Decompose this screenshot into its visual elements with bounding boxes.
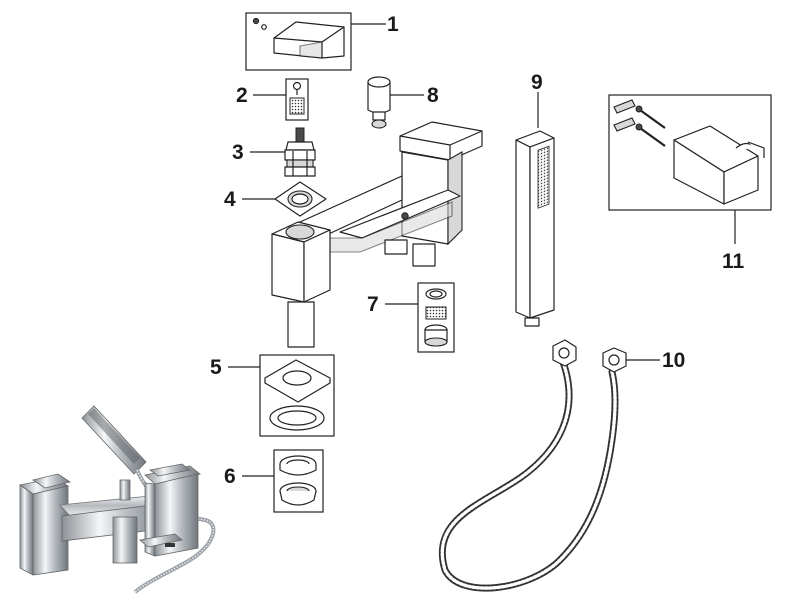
callout-6-label: 6 — [224, 465, 236, 488]
part-3-ceramic-cartridge — [284, 127, 316, 177]
callout-10: 10 — [626, 349, 685, 372]
callout-11-label: 11 — [722, 250, 745, 273]
callout-8: 8 — [390, 84, 439, 107]
callout-4-label: 4 — [224, 188, 236, 211]
callout-2-label: 2 — [236, 84, 248, 107]
callout-2: 2 — [236, 84, 286, 107]
part-10-shower-hose — [438, 339, 627, 592]
part-7-aerator-parts — [417, 282, 455, 353]
callout-10-label: 10 — [662, 349, 685, 372]
part-4-cartridge-shroud — [274, 181, 327, 217]
part-6-spout-washers — [273, 449, 324, 513]
part-1-lever-handle — [245, 12, 352, 71]
product-photo — [18, 405, 216, 594]
part-11-wall-bracket — [608, 94, 772, 211]
callout-3-label: 3 — [232, 141, 244, 164]
callout-7: 7 — [367, 293, 418, 316]
callout-9: 9 — [531, 71, 543, 128]
callout-9-label: 9 — [531, 71, 543, 94]
callout-4: 4 — [224, 188, 275, 211]
callout-7-label: 7 — [367, 293, 379, 316]
callout-8-label: 8 — [427, 84, 439, 107]
callout-6: 6 — [224, 465, 274, 488]
part-9-hand-shower — [515, 130, 555, 327]
mixer-body — [271, 121, 483, 348]
part-5-spout-base-gasket — [259, 354, 335, 437]
callout-1: 1 — [351, 13, 399, 36]
part-2-grub-screw-cap — [285, 78, 309, 121]
part-8-diverter-knob — [367, 76, 391, 129]
callout-5: 5 — [210, 356, 260, 379]
callout-11: 11 — [722, 210, 745, 273]
callout-5-label: 5 — [210, 356, 222, 379]
callout-3: 3 — [232, 141, 285, 164]
callout-1-label: 1 — [387, 13, 399, 36]
